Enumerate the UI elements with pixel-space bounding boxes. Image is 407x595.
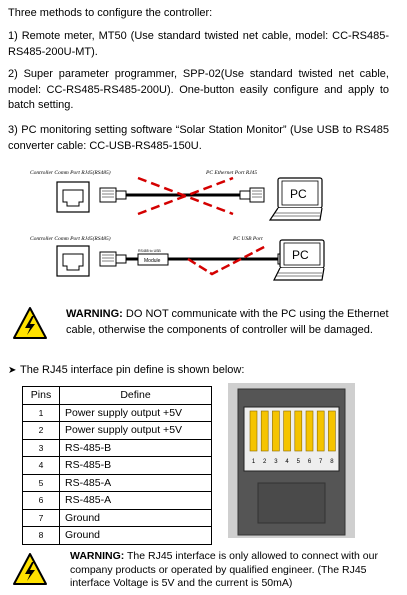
- pin-number: 6: [22, 491, 60, 510]
- connector-latch: [257, 482, 326, 524]
- pin-number: 7: [22, 508, 60, 527]
- pin-number-label: 6: [308, 459, 312, 465]
- pin-number-label: 4: [285, 459, 289, 465]
- pin-define: RS-485-B: [59, 438, 212, 457]
- module-label: Module: [144, 258, 161, 264]
- table-header-row: Pins Define: [22, 386, 212, 405]
- method-1-text: 1) Remote meter, MT50 (Use standard twis…: [8, 30, 389, 58]
- controller-port-label: Controller Comm Port RJ45(RS485): [30, 235, 111, 242]
- warning-triangle-icon: [13, 307, 47, 339]
- pin-define: RS-485-A: [59, 491, 212, 510]
- pc-laptop-icon: [273, 239, 325, 281]
- pin-number-label: 5: [297, 459, 301, 465]
- pin-number-label: 3: [274, 459, 278, 465]
- pin-contact: [249, 410, 258, 452]
- pin-contact: [305, 410, 314, 452]
- rj45-socket-icon: [62, 253, 84, 271]
- controller-rj45-port: [56, 245, 90, 277]
- connector-face: [243, 406, 340, 472]
- pin-contact: [272, 410, 280, 452]
- rj45-plug-right: [239, 190, 251, 200]
- pin-number-label: 2: [263, 459, 267, 465]
- pin-define: RS-485-A: [59, 473, 212, 492]
- pin-contact: [294, 410, 303, 452]
- controller-port-label: Controller Comm Port RJ45(RS485): [30, 169, 111, 176]
- intro-text: Three methods to configure the controlle…: [8, 7, 213, 19]
- arrow-bullet-icon: ➤: [8, 365, 17, 376]
- pin-number-label: 8: [330, 459, 334, 465]
- method-3-text: 3) PC monitoring setting software “Solar…: [8, 124, 389, 152]
- pin-number: 8: [22, 526, 60, 545]
- warning-message: The RJ45 interface is only allowed to co…: [70, 550, 378, 589]
- pin-number-label: 1: [252, 459, 256, 465]
- rj45-section-heading: ➤The RJ45 interface pin define is shown …: [8, 364, 244, 376]
- ethernet-warning: WARNING: DO NOT communicate with the PC …: [12, 304, 402, 344]
- pin-contact: [316, 410, 325, 452]
- pin-number: 3: [22, 438, 60, 457]
- pin-contacts: [249, 410, 336, 452]
- rj45-plug-left: [99, 187, 117, 203]
- pin-number: 4: [22, 456, 60, 475]
- red-check-icon: [187, 244, 267, 276]
- pin-contact: [283, 410, 291, 452]
- warning-label: WARNING:: [66, 308, 123, 320]
- controller-rj45-port: [56, 181, 90, 213]
- pins-header: Pins: [22, 386, 60, 405]
- pc-label: PC: [290, 187, 307, 201]
- pin-number-labels: 1 2 3 4 5 6 7 8: [252, 459, 334, 465]
- define-header: Define: [59, 386, 212, 405]
- rj45-connector-illustration: 1 2 3 4 5 6 7 8: [228, 383, 355, 538]
- method-2-text: 2) Super parameter programmer, SPP-02(Us…: [8, 68, 389, 111]
- pin-define: Ground: [59, 526, 212, 545]
- pc-ethernet-port-label: PC Ethernet Port RJ45: [205, 169, 257, 176]
- rj45-warning: WARNING: The RJ45 interface is only allo…: [12, 550, 402, 592]
- pin-number: 2: [22, 421, 60, 440]
- ethernet-connection-diagram: Controller Comm Port RJ45(RS485) PC Ethe…: [28, 166, 328, 228]
- pc-label: PC: [292, 248, 309, 262]
- warning-text: WARNING: The RJ45 interface is only allo…: [70, 550, 398, 591]
- pin-number: 5: [22, 473, 60, 492]
- pin-define: Power supply output +5V: [59, 421, 212, 440]
- pc-laptop-icon: [268, 177, 323, 221]
- pin-define: RS-485-B: [59, 456, 212, 475]
- warning-message: DO NOT communicate with the PC using the…: [66, 308, 389, 336]
- warning-triangle-icon: [13, 553, 47, 585]
- pin-contact: [260, 410, 269, 452]
- pin-number: 1: [22, 403, 60, 422]
- usb-connection-diagram: Controller Comm Port RJ45(RS485) PC USB …: [28, 232, 328, 288]
- pin-define: Power supply output +5V: [59, 403, 212, 422]
- rj45-heading-text: The RJ45 interface pin define is shown b…: [20, 364, 245, 376]
- warning-label: WARNING:: [70, 550, 125, 562]
- converter-top-label: RS485 to USB: [138, 249, 161, 253]
- pc-usb-port-label: PC USB Port: [232, 236, 263, 242]
- pin-contact: [328, 410, 336, 452]
- pin-define: Ground: [59, 508, 212, 527]
- rj45-socket-icon: [62, 189, 84, 207]
- pin-number-label: 7: [319, 459, 323, 465]
- warning-text: WARNING: DO NOT communicate with the PC …: [66, 306, 398, 338]
- rj45-plug: [99, 251, 117, 267]
